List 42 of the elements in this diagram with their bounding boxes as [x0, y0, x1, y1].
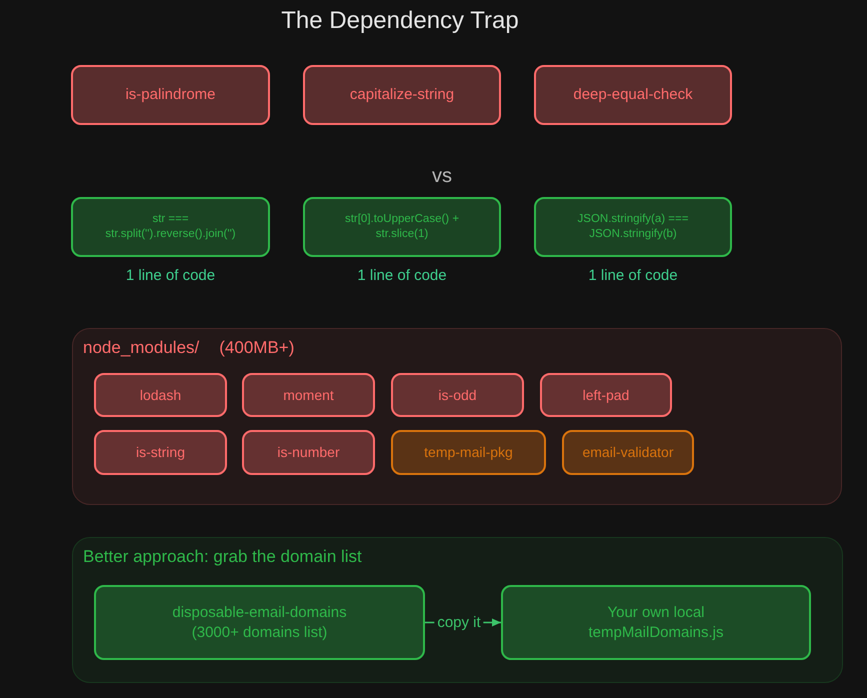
package-card: [94, 430, 227, 475]
folder-heading: node_modules/: [83, 337, 200, 359]
source-card: [94, 585, 425, 660]
code-card: [534, 197, 732, 257]
package-name: is-odd: [438, 386, 477, 404]
code-card: [303, 197, 501, 257]
diagram-title: The Dependency Trap: [280, 6, 520, 36]
package-card: [94, 373, 227, 417]
package-card: [562, 430, 694, 475]
approach-panel: [72, 537, 843, 683]
folder-panel: [72, 328, 842, 505]
package-name: is-palindrome: [125, 85, 216, 105]
package-card: [391, 430, 546, 475]
code-snippet: str[0].toUpperCase() + str.slice(1): [344, 212, 460, 242]
package-card: [540, 373, 672, 417]
package-name: left-pad: [582, 386, 630, 404]
package-card: [242, 373, 375, 417]
size-note: (400MB+): [219, 337, 294, 359]
file-card: [501, 585, 811, 660]
section-heading: Better approach: grab the domain list: [83, 546, 362, 568]
package-name: capitalize-string: [350, 85, 454, 105]
package-card: [534, 65, 732, 125]
package-name: lodash: [140, 386, 182, 404]
code-card: [71, 197, 270, 257]
package-name: is-number: [277, 443, 340, 462]
package-name: email-validator: [582, 443, 674, 462]
package-name: moment: [283, 386, 334, 404]
package-name: is-string: [136, 443, 185, 462]
code-snippet: str === str.split('').reverse().join(''): [104, 212, 237, 242]
line-count-caption: 1 line of code: [587, 266, 679, 286]
package-card: [391, 373, 524, 417]
versus-label: vs: [431, 164, 453, 188]
file-label: Your own local tempMailDomains.js: [587, 603, 725, 642]
package-name: deep-equal-check: [573, 85, 693, 105]
line-count-caption: 1 line of code: [356, 266, 448, 286]
package-card: [71, 65, 270, 125]
package-card: [303, 65, 501, 125]
package-name: temp-mail-pkg: [424, 443, 513, 462]
line-count-caption: 1 line of code: [124, 266, 216, 286]
code-snippet: JSON.stringify(a) === JSON.stringify(b): [576, 212, 690, 242]
source-label: disposable-email-domains (3000+ domains list): [171, 603, 348, 642]
package-card: [242, 430, 375, 475]
